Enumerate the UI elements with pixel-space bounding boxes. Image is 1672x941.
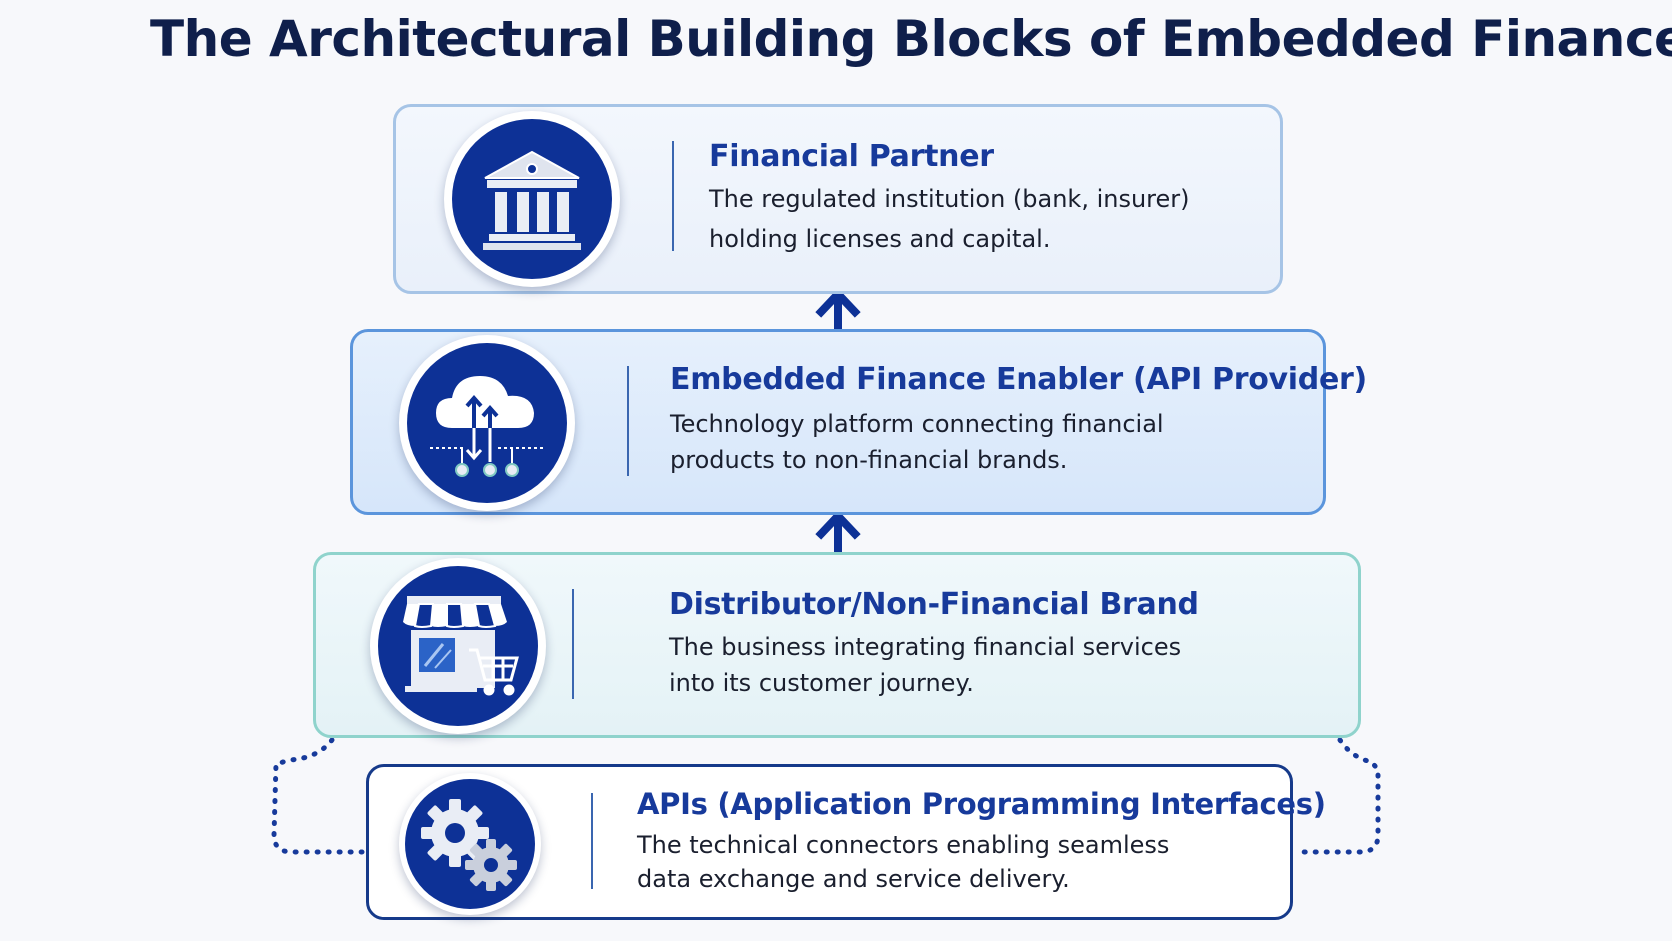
layer-financial-partner: Financial Partner The regulated institut… [393, 104, 1283, 294]
layer-description-line2: products to non-financial brands. [670, 446, 1068, 474]
layer-divider [627, 366, 629, 476]
bank-building-icon [444, 111, 620, 287]
layer-embedded-finance-enabler: Embedded Finance Enabler (API Provider) … [350, 329, 1367, 515]
gears-icon [399, 773, 541, 915]
layer-apis: APIs (Application Programming Interfaces… [366, 764, 1326, 920]
layer-description-line2: holding licenses and capital. [709, 225, 1051, 253]
cloud-network-icon [399, 335, 575, 511]
layer-description-line1: The technical connectors enabling seamle… [637, 831, 1170, 859]
storefront-cart-icon [370, 558, 546, 734]
layer-divider [591, 793, 593, 889]
layer-divider [672, 141, 674, 251]
layer-description-line1: The regulated institution (bank, insurer… [709, 185, 1190, 213]
layer-description-line1: Technology platform connecting financial [670, 410, 1164, 438]
layer-description-line1: The business integrating financial servi… [669, 633, 1182, 661]
layer-distributor-brand: Distributor/Non-Financial Brand The busi… [313, 552, 1361, 738]
page-title: The Architectural Building Blocks of Emb… [150, 10, 1672, 68]
arrow-up-1 [815, 288, 861, 332]
layer-description-line2: into its customer journey. [669, 669, 974, 697]
layer-description-line2: data exchange and service delivery. [637, 865, 1070, 893]
layer-heading: Financial Partner [709, 139, 994, 174]
layer-heading: Embedded Finance Enabler (API Provider) [670, 362, 1367, 397]
layer-heading: Distributor/Non-Financial Brand [669, 587, 1199, 622]
layer-heading: APIs (Application Programming Interfaces… [637, 787, 1326, 821]
dotted-connector-left [271, 737, 365, 855]
arrow-up-2 [815, 510, 861, 554]
layer-divider [572, 589, 574, 699]
